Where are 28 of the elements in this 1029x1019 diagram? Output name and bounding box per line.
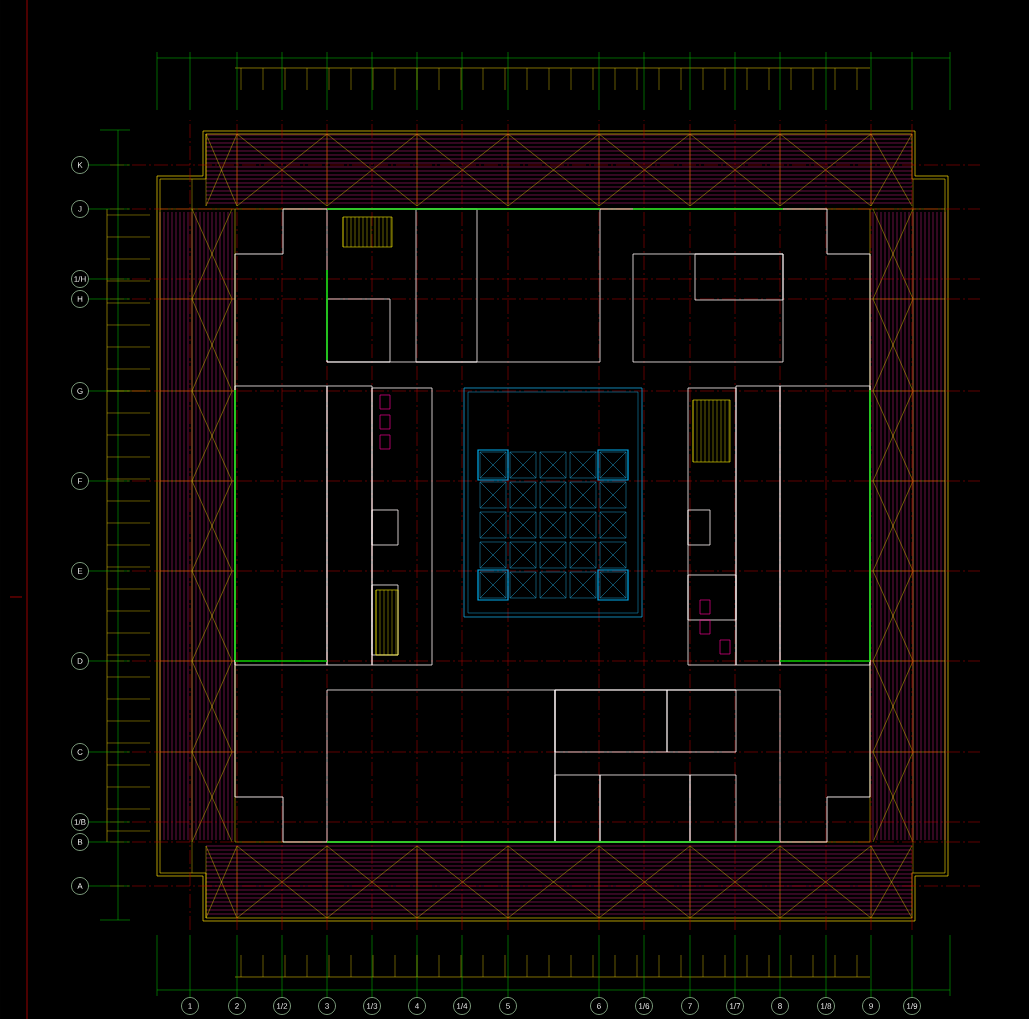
axis-bubble: 1/2 — [273, 997, 291, 1015]
axis-bubble: J — [71, 200, 89, 218]
axis-bubble: K — [71, 156, 89, 174]
axis-bubble: B — [71, 833, 89, 851]
axis-bubble: F — [71, 472, 89, 490]
axis-bubble: A — [71, 877, 89, 895]
axis-bubble: 1/3 — [363, 997, 381, 1015]
axis-bubble: 1/7 — [726, 997, 744, 1015]
axis-bubble: D — [71, 652, 89, 670]
axis-bubble: 6 — [590, 997, 608, 1015]
axis-bubble: E — [71, 562, 89, 580]
axis-bubble: G — [71, 382, 89, 400]
axis-bubble: 3 — [318, 997, 336, 1015]
axis-bubble: 1 — [181, 997, 199, 1015]
axis-bubble: 1/4 — [453, 997, 471, 1015]
axis-bubble: 9 — [862, 997, 880, 1015]
axis-bubble: 1/B — [71, 813, 89, 831]
axis-bubble: 1/6 — [635, 997, 653, 1015]
axis-bubble: C — [71, 743, 89, 761]
axis-bubble: 1/9 — [903, 997, 921, 1015]
axis-bubble: H — [71, 290, 89, 308]
axis-bubble: 2 — [228, 997, 246, 1015]
axis-bubble: 5 — [499, 997, 517, 1015]
axis-bubble: 7 — [681, 997, 699, 1015]
axis-bubble: 1/8 — [817, 997, 835, 1015]
axis-bubble: 4 — [408, 997, 426, 1015]
axis-bubble: 8 — [771, 997, 789, 1015]
axis-bubble: 1/H — [71, 270, 89, 288]
